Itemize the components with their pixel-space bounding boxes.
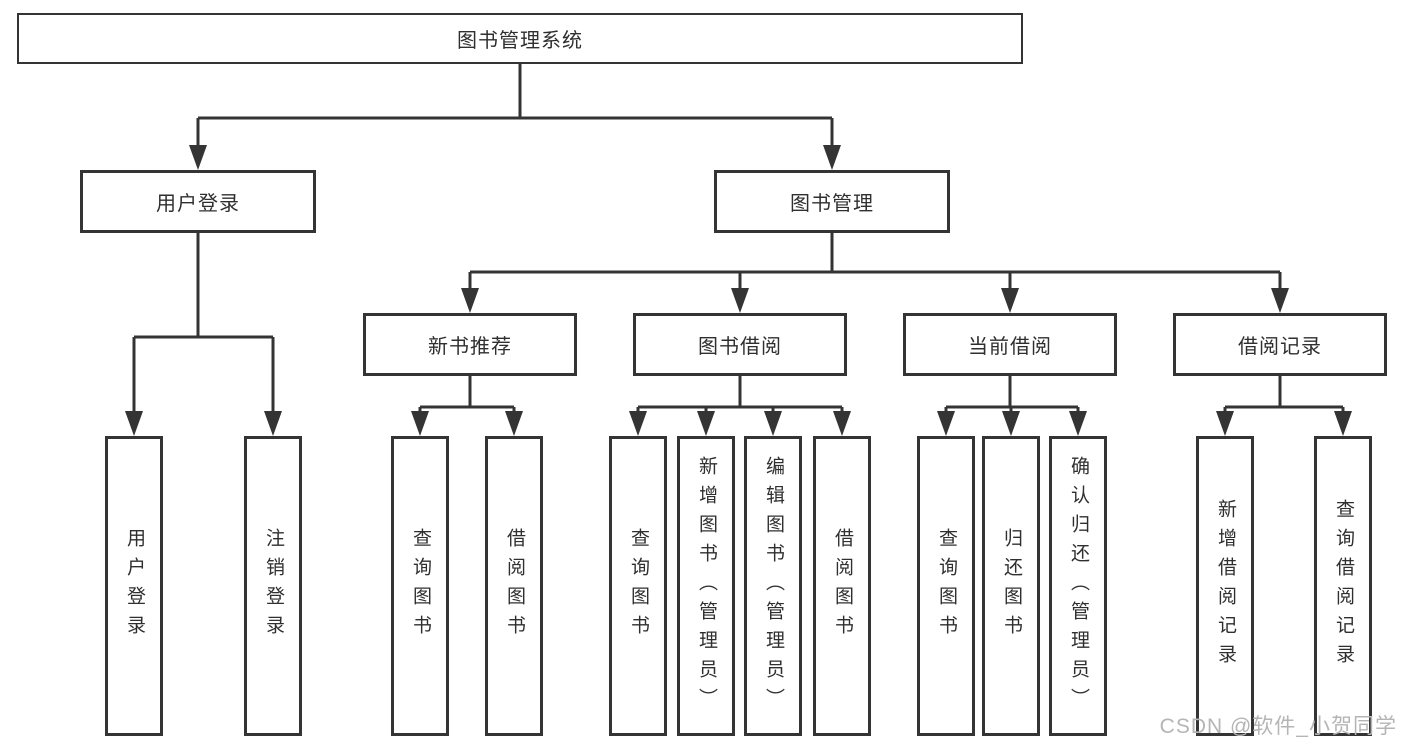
leaf-borrow-borrow-books: 借阅图书 [813,436,871,736]
node-current-borrow: 当前借阅 [903,313,1117,376]
node-user-login: 用户登录 [80,170,316,233]
leaf-current-return-books: 归还图书 [982,436,1040,736]
leaf-recommend-query-books: 查询图书 [391,436,449,736]
arrowheads [125,145,1352,436]
node-root: 图书管理系统 [17,13,1023,64]
leaf-logout: 注销登录 [244,436,302,736]
leaf-borrow-query-books: 查询图书 [609,436,667,736]
leaf-records-add-record: 新增借阅记录 [1196,436,1254,736]
leaf-user-login: 用户登录 [105,436,163,736]
node-borrow-records: 借阅记录 [1173,313,1387,376]
leaf-current-confirm-return-admin: 确认归还（管理员） [1049,436,1107,736]
leaf-records-query-record: 查询借阅记录 [1314,436,1372,736]
csdn-watermark: CSDN @软件_小贺同学 [1159,715,1397,738]
leaf-borrow-add-books-admin: 新增图书（管理员） [677,436,735,736]
node-new-book-recommend: 新书推荐 [363,313,577,376]
leaf-recommend-borrow-books: 借阅图书 [485,436,543,736]
leaf-borrow-edit-books-admin: 编辑图书（管理员） [744,436,802,736]
node-book-borrow: 图书借阅 [633,313,847,376]
leaf-current-query-books: 查询图书 [917,436,975,736]
node-book-management: 图书管理 [714,170,950,233]
